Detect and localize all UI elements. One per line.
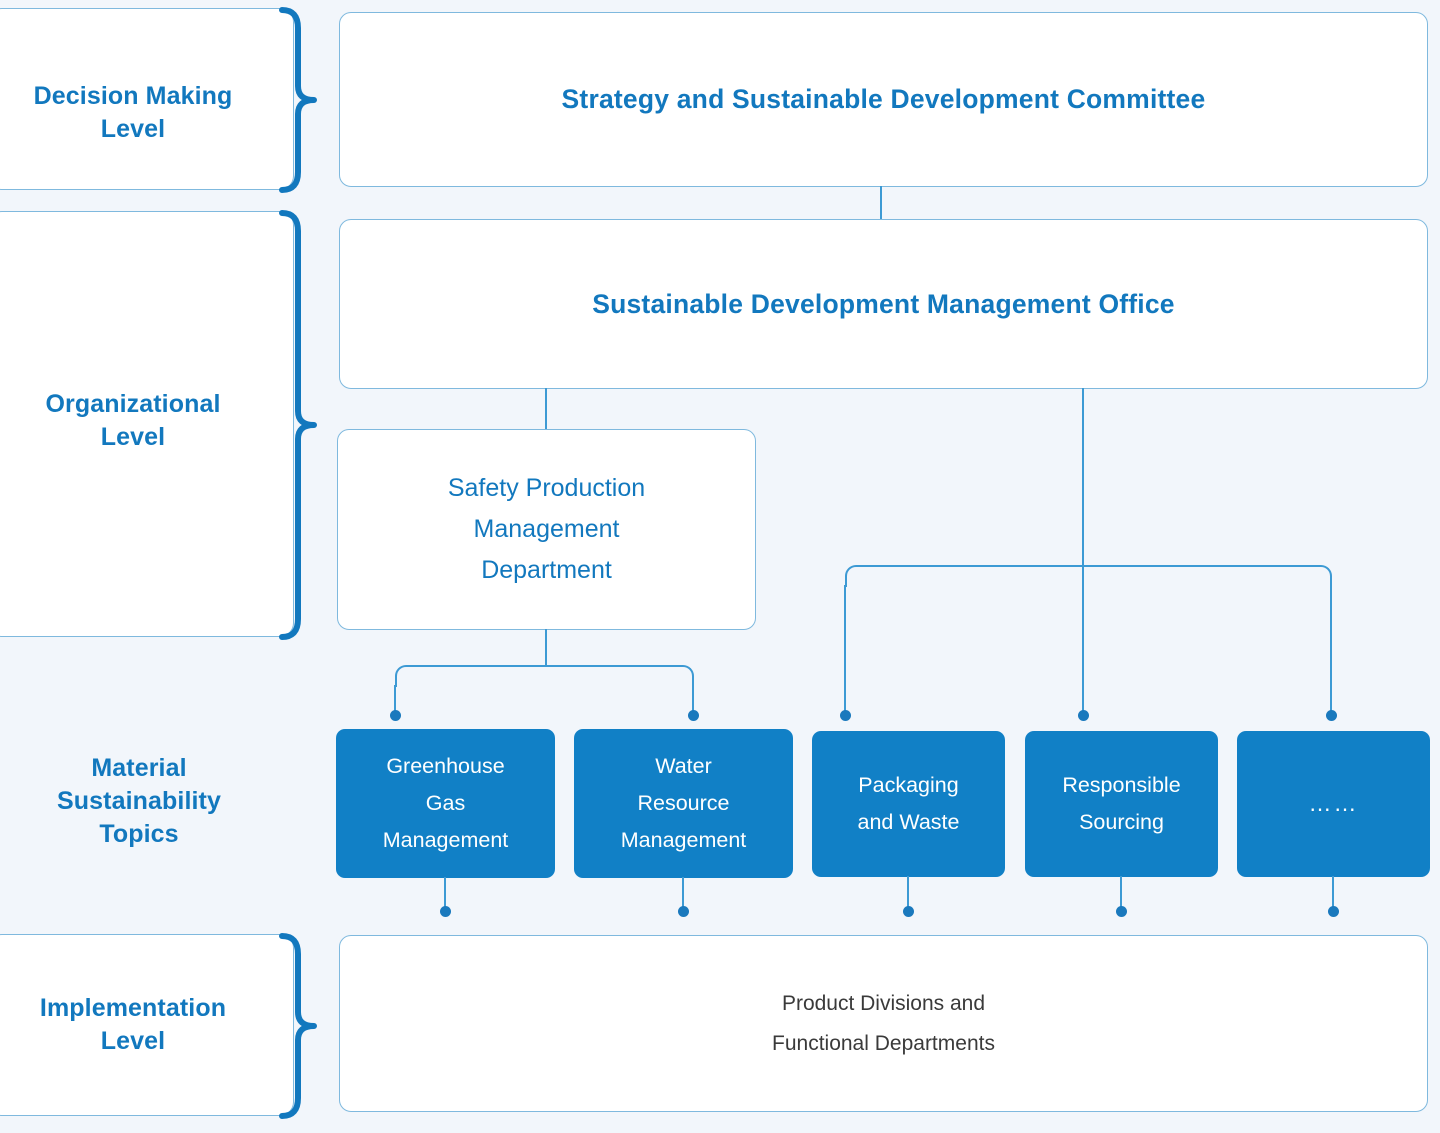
topic-chip-packaging[interactable]: Packaging and Waste: [812, 731, 1005, 877]
topic-chip-water-line3: Management: [620, 827, 747, 852]
level-label-organizational: Organizational Level: [0, 388, 278, 454]
level-label-material-line1: Material: [91, 754, 187, 782]
bracket-office-children: [845, 565, 1332, 587]
connector-dot-ghg-bottom: [440, 906, 451, 917]
connector-bracket-to-packaging: [844, 585, 846, 715]
level-label-decision: Decision Making Level: [0, 80, 278, 146]
topic-chip-water[interactable]: Water Resource Management: [574, 729, 793, 878]
connector-bracket-to-more: [1330, 585, 1332, 715]
node-committee[interactable]: Strategy and Sustainable Development Com…: [339, 12, 1428, 187]
connector-packaging-down: [907, 876, 909, 912]
topic-chip-sourcing-line1: Responsible: [1062, 773, 1181, 798]
connector-dot-water-bottom: [678, 906, 689, 917]
level-label-implementation-line2: Level: [100, 1027, 166, 1055]
level-label-decision-line2: Level: [100, 115, 166, 143]
level-label-box-decision: [0, 8, 294, 190]
topic-chip-more[interactable]: ……: [1237, 731, 1430, 877]
topic-chip-ghg-line3: Management: [382, 827, 509, 852]
level-label-material-line2: Sustainability: [57, 787, 221, 815]
topic-chip-sourcing[interactable]: Responsible Sourcing: [1025, 731, 1218, 877]
topic-chip-ghg[interactable]: Greenhouse Gas Management: [336, 729, 555, 878]
node-safety-dept[interactable]: Safety Production Management Department: [337, 429, 756, 630]
topic-chip-packaging-line2: and Waste: [857, 810, 960, 834]
connector-dot-more-top: [1326, 710, 1337, 721]
connector-office-to-safety-dept: [545, 388, 547, 430]
connector-dot-packaging-bottom: [903, 906, 914, 917]
connector-dot-packaging-top: [840, 710, 851, 721]
node-committee-label: Strategy and Sustainable Development Com…: [561, 84, 1206, 114]
topic-chip-ghg-line1: Greenhouse: [386, 754, 505, 779]
connector-committee-to-office: [880, 186, 882, 220]
node-implementation-body[interactable]: Product Divisions and Functional Departm…: [339, 935, 1428, 1112]
node-safety-dept-line1: Safety Production: [447, 474, 646, 502]
level-label-implementation-line1: Implementation: [39, 994, 227, 1022]
connector-more-down: [1332, 876, 1334, 912]
topic-chip-water-line2: Resource: [637, 791, 730, 816]
level-label-box-organizational: [0, 211, 294, 637]
level-label-organizational-line1: Organizational: [45, 390, 221, 418]
connector-bracket-to-ghg: [394, 685, 396, 715]
bracket-safety-dept-children: [395, 665, 694, 687]
topic-chip-sourcing-line2: Sourcing: [1079, 810, 1164, 834]
level-label-material-topics: Material Sustainability Topics: [0, 752, 278, 851]
node-safety-dept-line2: Management: [473, 515, 620, 543]
level-label-material-line3: Topics: [99, 820, 179, 848]
level-label-organizational-line2: Level: [100, 423, 166, 451]
topic-chip-packaging-line1: Packaging: [858, 773, 959, 798]
node-implementation-line1: Product Divisions and: [781, 992, 986, 1016]
node-implementation-line2: Functional Departments: [772, 1031, 995, 1055]
connector-office-to-right-group: [1082, 388, 1084, 718]
level-label-implementation: Implementation Level: [0, 992, 278, 1058]
connector-ghg-down: [444, 877, 446, 912]
node-office-label: Sustainable Development Management Offic…: [592, 288, 1175, 319]
connector-sourcing-down: [1120, 876, 1122, 912]
connector-dot-more-bottom: [1328, 906, 1339, 917]
topic-chip-water-line1: Water: [655, 754, 712, 779]
connector-dot-water-top: [688, 710, 699, 721]
connector-safety-dept-stem: [545, 629, 547, 667]
level-label-decision-line1: Decision Making: [33, 82, 233, 110]
connector-dot-sourcing-top: [1078, 710, 1089, 721]
level-label-box-implementation: [0, 934, 294, 1116]
connector-dot-ghg-top: [390, 710, 401, 721]
connector-bracket-to-water: [692, 685, 694, 715]
node-office[interactable]: Sustainable Development Management Offic…: [339, 219, 1428, 389]
node-safety-dept-line3: Department: [481, 556, 612, 584]
connector-water-down: [682, 877, 684, 912]
topic-chip-more-label: ……: [1308, 790, 1359, 817]
topic-chip-ghg-line2: Gas: [425, 791, 466, 816]
connector-dot-sourcing-bottom: [1116, 906, 1127, 917]
